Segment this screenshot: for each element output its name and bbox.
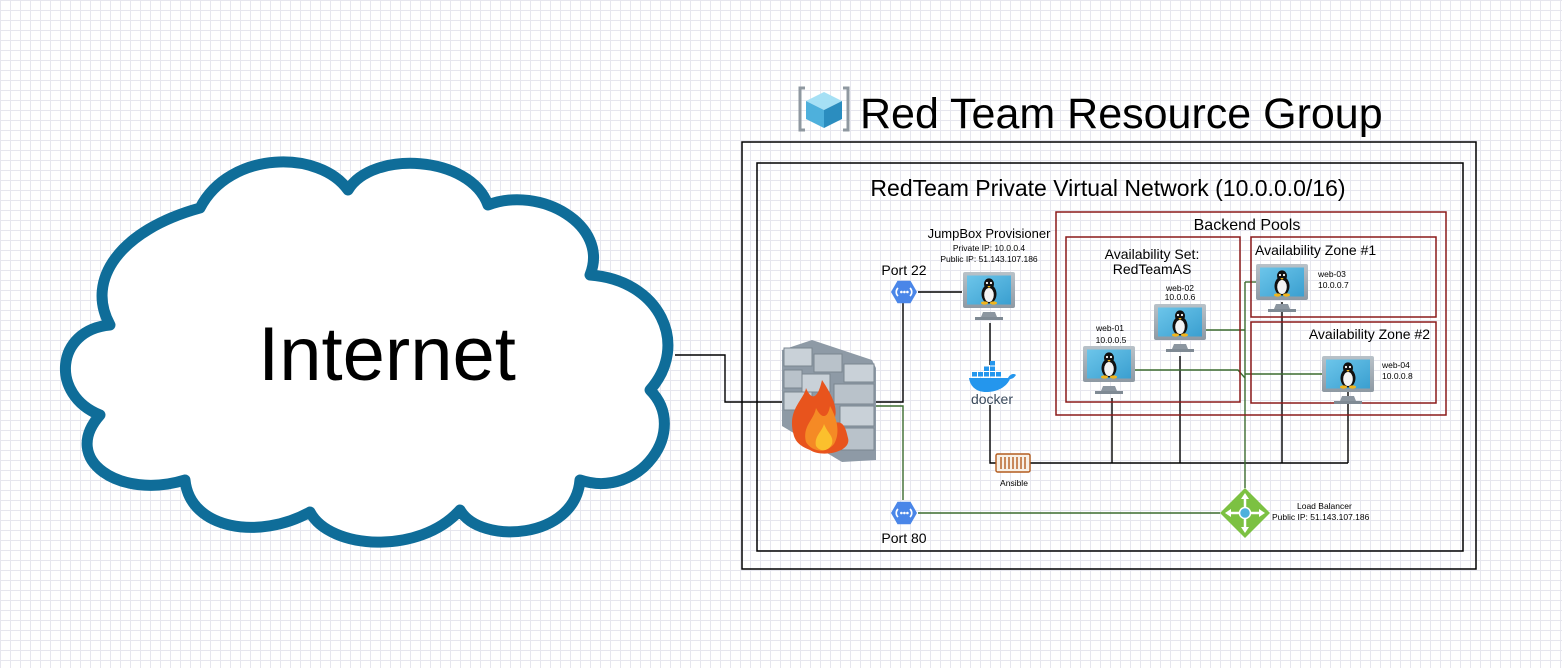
docker-label: docker — [971, 391, 1013, 407]
vm-web-02-ip: 10.0.0.6 — [1165, 292, 1196, 302]
vm-web-03-icon — [1256, 264, 1308, 312]
availability-set-frame — [1065, 236, 1241, 403]
backend-pools-frame — [1055, 211, 1447, 416]
firewall-icon — [782, 340, 876, 462]
backend-pools-title: Backend Pools — [1194, 217, 1301, 234]
resource-group-icon — [798, 86, 850, 132]
vm-web-03-ip: 10.0.0.7 — [1318, 280, 1349, 290]
vm-web-01-name: web-01 — [1095, 323, 1124, 333]
vm-web-04-icon — [1322, 356, 1374, 404]
link-docker-ansible — [989, 405, 996, 464]
internet-cloud: Internet — [60, 156, 674, 548]
load-balancer-public-ip: Public IP: 51.143.107.186 — [1272, 512, 1370, 522]
availability-zone-1-frame — [1250, 236, 1437, 318]
load-balancer-icon — [1220, 488, 1270, 538]
vm-web-01-icon — [1083, 346, 1135, 394]
vm-web-04: web-04 10.0.0.8 — [1322, 356, 1413, 404]
ansible-icon — [995, 453, 1031, 473]
availability-set-line1: Availability Set: — [1105, 246, 1200, 262]
availability-zone-2-title: Availability Zone #2 — [1309, 326, 1430, 342]
vm-web-02: web-02 10.0.0.6 — [1154, 283, 1206, 352]
jumpbox-public-ip: Public IP: 51.143.107.186 — [940, 254, 1038, 264]
availability-zone-1-title: Availability Zone #1 — [1255, 242, 1376, 258]
availability-set-line2: RedTeamAS — [1113, 261, 1192, 277]
vm-web-03: web-03 10.0.0.7 — [1256, 264, 1349, 312]
vm-web-01: web-01 10.0.0.5 — [1083, 323, 1135, 394]
jumpbox-title: JumpBox Provisioner — [928, 226, 1051, 241]
port-22-icon — [890, 279, 918, 305]
vm-web-04-ip: 10.0.0.8 — [1382, 371, 1413, 381]
lb-links — [875, 281, 1322, 514]
resource-group-frame — [741, 141, 1477, 570]
load-balancer-title: Load Balancer — [1297, 501, 1352, 511]
link-firewall-port22 — [875, 292, 904, 403]
vm-web-02-name: web-02 — [1165, 283, 1194, 293]
ansible-label: Ansible — [1000, 478, 1028, 488]
vnet-frame — [756, 162, 1464, 552]
link-internet-firewall — [675, 354, 782, 403]
port-80-icon — [890, 500, 918, 526]
vm-web-04-name: web-04 — [1381, 360, 1410, 370]
docker-icon — [969, 361, 1016, 392]
internet-label: Internet — [258, 312, 516, 397]
vnet-title: RedTeam Private Virtual Network (10.0.0.… — [870, 175, 1345, 201]
link-firewall-port80 — [875, 405, 904, 500]
port-22-label: Port 22 — [881, 262, 926, 278]
link-lb-web01 — [1134, 369, 1246, 379]
vm-web-03-name: web-03 — [1317, 269, 1346, 279]
port-80-label: Port 80 — [881, 530, 926, 546]
vm-web-02-icon — [1154, 304, 1206, 352]
resource-group-title: Red Team Resource Group — [860, 90, 1383, 138]
network-links — [675, 291, 1349, 464]
jumpbox-vm-icon — [963, 272, 1015, 320]
vm-web-01-ip: 10.0.0.5 — [1096, 335, 1127, 345]
jumpbox-private-ip: Private IP: 10.0.0.4 — [953, 243, 1026, 253]
